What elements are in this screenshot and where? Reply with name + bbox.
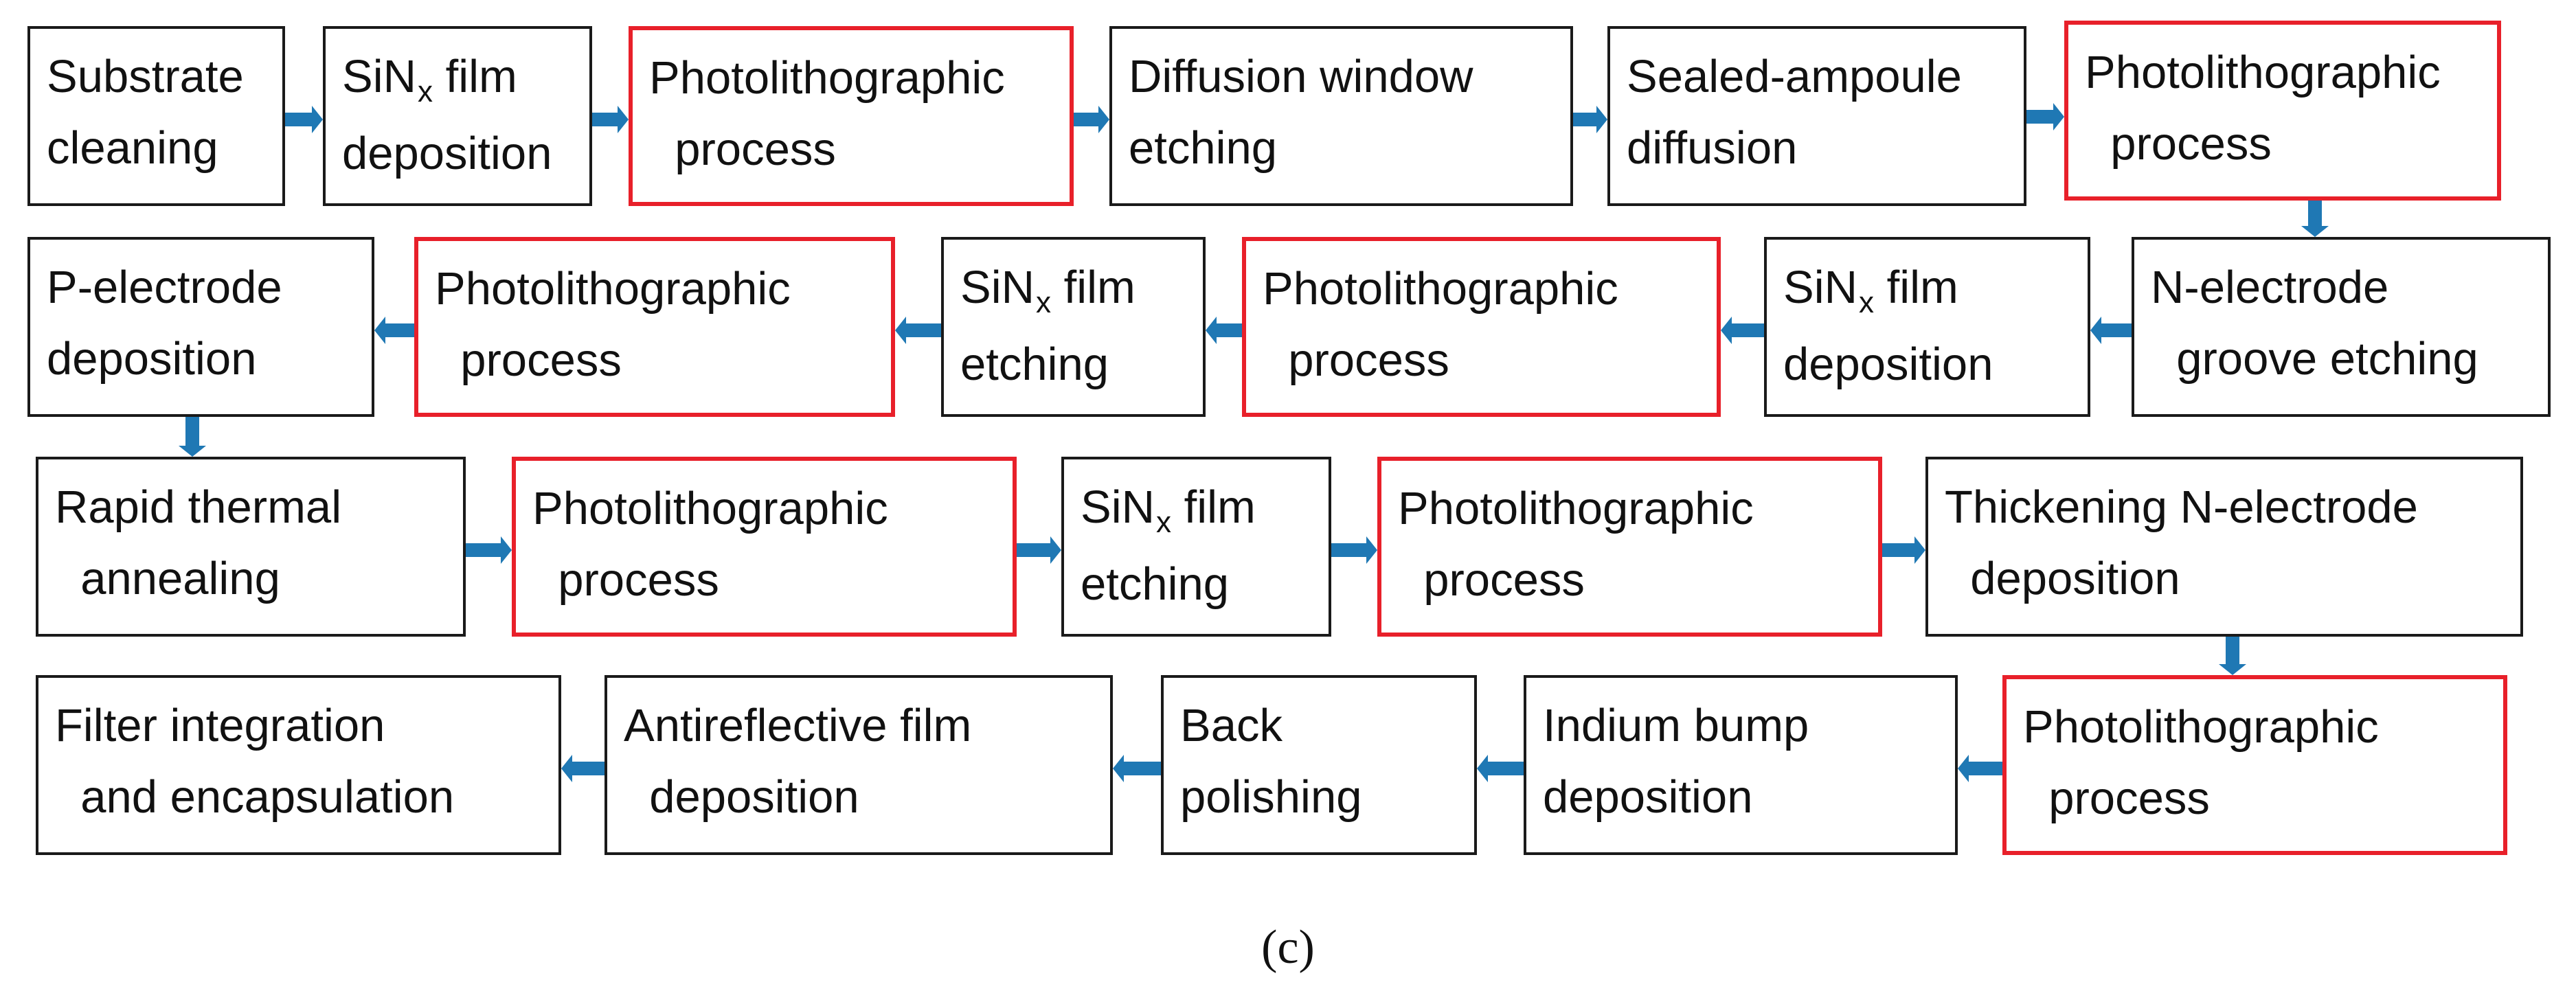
step-s13-box: Rapid thermal annealing (36, 457, 466, 637)
flow-arrow-s6-to-s7 (2301, 201, 2329, 237)
step-label-line: Thickening N-electrode (1945, 481, 2418, 533)
flow-arrow-s21-to-s22 (561, 755, 605, 782)
step-label-line: deposition (342, 128, 552, 179)
step-s16-box: Photolithographic process (1377, 457, 1882, 637)
step-label-line: Rapid thermal (55, 481, 342, 533)
step-label-line: and encapsulation (55, 771, 455, 823)
step-label-line: deposition (47, 333, 257, 385)
step-s21-box: Antireflective film deposition (605, 675, 1113, 855)
flow-arrow-s18-to-s19 (1958, 755, 2002, 782)
step-label-line: etching (1129, 122, 1278, 174)
step-s12-box: P-electrode deposition (27, 237, 374, 417)
step-label-line: N-electrode (2151, 262, 2389, 313)
figure-caption: (c) (1261, 921, 1315, 974)
step-label-line: process (1263, 334, 1449, 386)
step-label-line: groove etching (2151, 333, 2478, 385)
step-label-line: Photolithographic (2023, 701, 2379, 753)
step-label-line: Photolithographic (532, 483, 888, 534)
step-s8-box: SiNx film deposition (1764, 237, 2090, 417)
step-label-line: P-electrode (47, 262, 282, 313)
flow-arrow-s1-to-s2 (285, 106, 323, 133)
step-label-line: SiNx film (1783, 262, 1958, 319)
step-s2-box: SiNx film deposition (323, 26, 592, 206)
flow-arrow-s8-to-s9 (1721, 317, 1764, 344)
step-label-line: polishing (1180, 771, 1362, 823)
step-label-line: deposition (1783, 339, 1993, 390)
step-s4-box: Diffusion window etching (1109, 26, 1573, 206)
step-label-line: process (2023, 773, 2210, 824)
step-label-line: deposition (1945, 553, 2180, 604)
flow-arrow-s7-to-s8 (2090, 317, 2132, 344)
step-s11-box: Photolithographic process (414, 237, 895, 417)
flow-arrow-s19-to-s20 (1477, 755, 1524, 782)
step-label-line: etching (960, 339, 1109, 390)
step-label-line: Indium bump (1543, 700, 1809, 751)
step-s14-box: Photolithographic process (512, 457, 1017, 637)
step-label-line: etching (1081, 558, 1230, 610)
step-s15-box: SiNx film etching (1061, 457, 1331, 637)
step-s5-box: Sealed-ampoule diffusion (1607, 26, 2026, 206)
flow-arrow-s11-to-s12 (374, 317, 414, 344)
step-s9-box: Photolithographic process (1242, 237, 1721, 417)
step-label-line: process (1398, 554, 1585, 606)
step-label-line: deposition (624, 771, 859, 823)
step-s1-box: Substrate cleaning (27, 26, 285, 206)
step-label-line: Antireflective film (624, 700, 972, 751)
step-s17-box: Thickening N-electrode deposition (1925, 457, 2523, 637)
flow-arrow-s15-to-s16 (1331, 536, 1377, 564)
step-label-line: deposition (1543, 771, 1753, 823)
step-label-line: SiNx film (342, 51, 517, 109)
step-s3-box: Photolithographic process (629, 26, 1074, 206)
flow-arrow-s9-to-s10 (1206, 317, 1242, 344)
step-label-line: cleaning (47, 122, 218, 174)
step-s18-box: Photolithographic process (2002, 675, 2507, 855)
step-label-line: Photolithographic (1398, 483, 1754, 534)
step-label-line: process (2085, 118, 2272, 170)
flow-arrow-s4-to-s5 (1573, 106, 1607, 133)
step-label-line: Substrate (47, 51, 244, 102)
step-label-line: process (435, 334, 622, 386)
step-label-line: process (649, 124, 836, 175)
step-label-line: Photolithographic (435, 263, 791, 315)
flow-arrow-s10-to-s11 (895, 317, 941, 344)
step-label-line: diffusion (1627, 122, 1798, 174)
flow-arrow-s13-to-s14 (466, 536, 512, 564)
step-label-line: SiNx film (960, 262, 1136, 319)
step-label-line: Diffusion window (1129, 51, 1473, 102)
step-label-line: Sealed-ampoule (1627, 51, 1962, 102)
flow-arrow-s3-to-s4 (1074, 106, 1109, 133)
step-label-line: SiNx film (1081, 481, 1256, 539)
flow-arrow-s20-to-s21 (1113, 755, 1161, 782)
step-label-line: Back (1180, 700, 1283, 751)
flow-arrow-s16-to-s17 (1882, 536, 1925, 564)
step-label-line: process (532, 554, 719, 606)
step-s7-box: N-electrode groove etching (2132, 237, 2551, 417)
step-label-line: Photolithographic (1263, 263, 1618, 315)
flow-arrow-s14-to-s15 (1017, 536, 1061, 564)
step-label-line: Photolithographic (2085, 47, 2441, 98)
flow-arrow-s12-to-s13 (179, 417, 206, 457)
step-s22-box: Filter integration and encapsulation (36, 675, 561, 855)
step-label-line: Filter integration (55, 700, 385, 751)
step-s19-box: Indium bump deposition (1524, 675, 1958, 855)
step-label-line: annealing (55, 553, 280, 604)
step-s10-box: SiNx film etching (941, 237, 1206, 417)
step-label-line: Photolithographic (649, 52, 1005, 104)
flow-arrow-s2-to-s3 (592, 106, 629, 133)
flow-arrow-s5-to-s6 (2026, 103, 2064, 130)
step-s6-box: Photolithographic process (2064, 21, 2501, 201)
step-s20-box: Back polishing (1161, 675, 1477, 855)
flow-arrow-s17-to-s18 (2219, 637, 2246, 675)
